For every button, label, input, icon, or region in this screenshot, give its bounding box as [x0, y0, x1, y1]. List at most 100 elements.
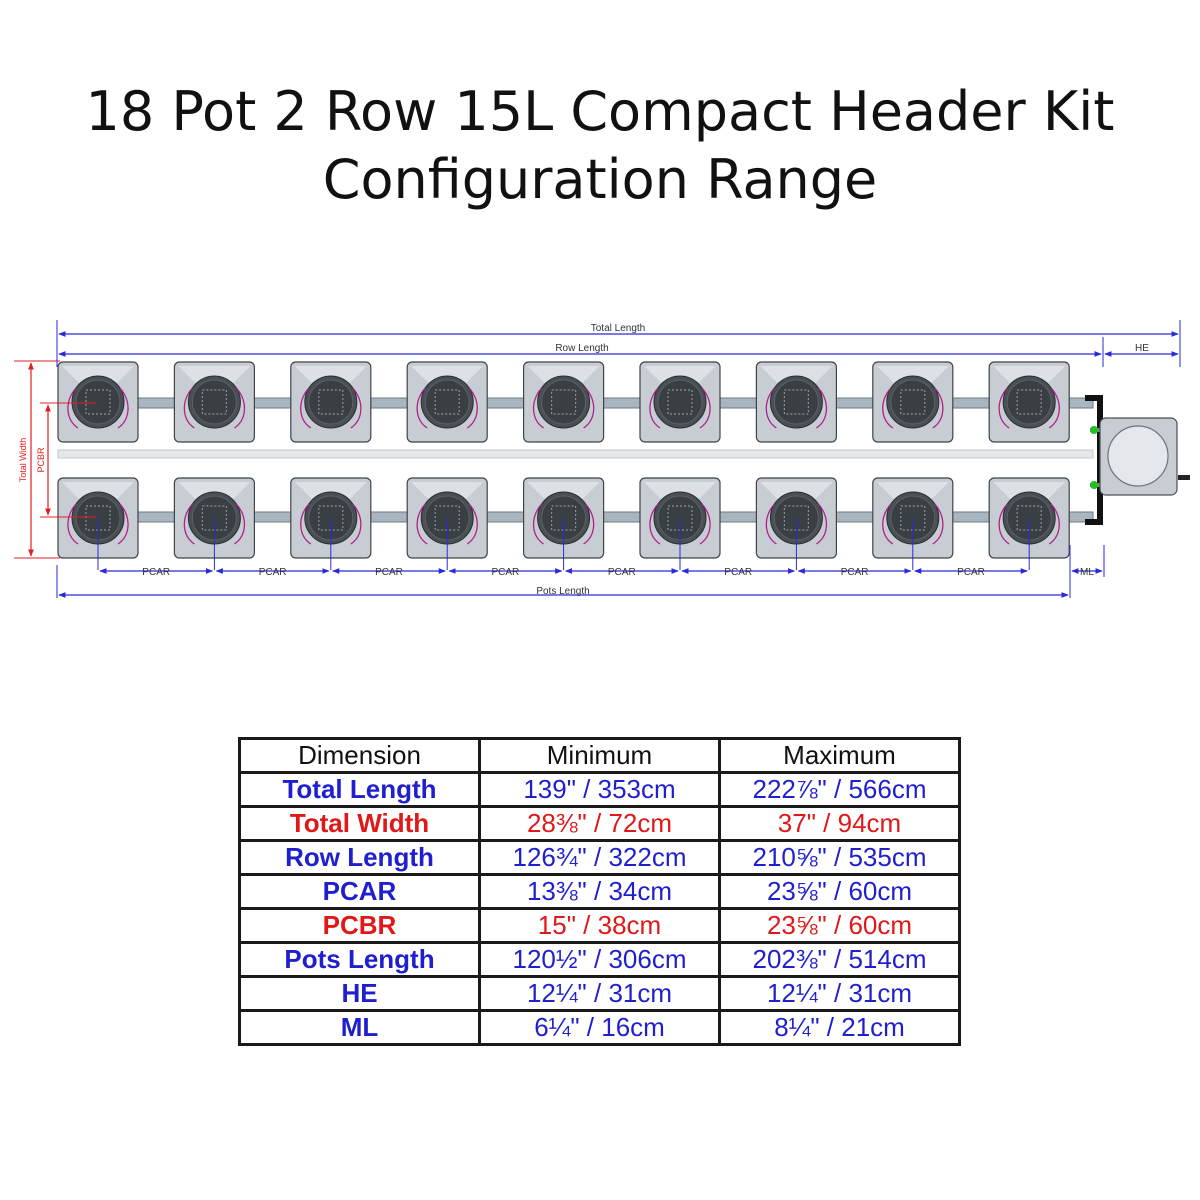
- dimension-name-cell: ML: [238, 1009, 481, 1046]
- pot-cable: [882, 503, 894, 545]
- pot-grid: [550, 389, 577, 415]
- valve-icon: [1090, 426, 1098, 434]
- pot-cable: [117, 387, 129, 429]
- pcar-label: PCAR: [841, 567, 869, 578]
- pot-cable: [932, 387, 944, 429]
- pot: [57, 361, 139, 443]
- minimum-cell: 126¾" / 322cm: [478, 839, 721, 876]
- pot-cable: [583, 503, 595, 545]
- pcar-label: PCAR: [375, 567, 403, 578]
- row-gap-pipe: [57, 449, 1094, 459]
- pot-cable: [67, 387, 79, 429]
- maximum-cell: 202⅜" / 514cm: [718, 941, 961, 978]
- column-header: Maximum: [718, 737, 961, 774]
- pot-lid-inner: [191, 379, 237, 425]
- title-line-2: Configuration Range: [322, 148, 878, 211]
- pots-length-label: Pots Length: [536, 586, 589, 597]
- column-header: Minimum: [478, 737, 721, 774]
- pot: [639, 361, 721, 443]
- title-line-1: 18 Pot 2 Row 15L Compact Header Kit: [85, 80, 1115, 143]
- maximum-cell: 210⅝" / 535cm: [718, 839, 961, 876]
- pot-cable: [998, 387, 1010, 429]
- minimum-cell: 12¼" / 31cm: [478, 975, 721, 1012]
- pot-cable: [649, 503, 661, 545]
- pot-grid: [434, 389, 460, 415]
- pot: [406, 477, 488, 570]
- pcar-label: PCAR: [492, 567, 520, 578]
- pot: [173, 477, 255, 570]
- minimum-cell: 120½" / 306cm: [478, 941, 721, 978]
- pcar-label: PCAR: [957, 567, 985, 578]
- minimum-cell: 139" / 353cm: [478, 771, 721, 808]
- pot-cable: [234, 387, 246, 429]
- layout-diagram: Total Length Row Length HE Total Width P…: [14, 320, 1190, 598]
- top-dimensions: Total Length Row Length HE: [56, 320, 1181, 367]
- pot: [872, 477, 954, 570]
- valve-icon: [1090, 481, 1098, 489]
- pcar-label: PCAR: [259, 567, 287, 578]
- pot-grid: [783, 389, 810, 415]
- pot-cable: [532, 387, 544, 429]
- minimum-cell: 28⅜" / 72cm: [478, 805, 721, 842]
- pot-cable: [67, 503, 79, 545]
- ml-label: ML: [1080, 567, 1094, 578]
- dimension-name-cell: Total Width: [238, 805, 481, 842]
- pot-cable: [932, 503, 944, 545]
- pot-cable: [350, 387, 362, 429]
- column-header: Dimension: [238, 737, 481, 774]
- pot-cable: [300, 387, 312, 429]
- maximum-cell: 37" / 94cm: [718, 805, 961, 842]
- maximum-cell: 23⅝" / 60cm: [718, 907, 961, 944]
- pot-grid: [318, 389, 344, 415]
- pcar-label: PCAR: [724, 567, 752, 578]
- maximum-cell: 12¼" / 31cm: [718, 975, 961, 1012]
- connector-bar: [1178, 475, 1190, 480]
- pot-cable: [765, 387, 777, 429]
- minimum-cell: 6¼" / 16cm: [478, 1009, 721, 1046]
- pot-lid-inner: [773, 379, 819, 425]
- pot-cable: [466, 503, 478, 545]
- pcar-label: PCAR: [142, 567, 170, 578]
- total-width-label: Total Width: [18, 438, 28, 483]
- maximum-cell: 222⅞" / 566cm: [718, 771, 961, 808]
- pot-cable: [816, 387, 828, 429]
- pot-cable: [416, 387, 428, 429]
- pot-cable: [998, 503, 1010, 545]
- pot-cable: [183, 503, 195, 545]
- pot-cable: [416, 503, 428, 545]
- pot: [872, 361, 954, 443]
- pot: [290, 477, 372, 570]
- bottom-dimensions: ML Pots Length PCAR PCAR PCAR PCAR PCAR PCAR P…: [56, 545, 1105, 598]
- pot-cable: [1048, 503, 1060, 545]
- pot-cable: [300, 503, 312, 545]
- dimension-name-cell: Total Length: [238, 771, 481, 808]
- pot-grid: [900, 389, 926, 415]
- pots-group: [57, 361, 1070, 570]
- pot-lid-inner: [424, 379, 470, 425]
- minimum-cell: 15" / 38cm: [478, 907, 721, 944]
- pot: [290, 361, 372, 443]
- pcbr-label: PCBR: [36, 447, 46, 473]
- pot: [988, 361, 1070, 443]
- dimension-name-cell: PCAR: [238, 873, 481, 910]
- pot-lid-inner: [657, 379, 703, 425]
- dimension-name-cell: PCBR: [238, 907, 481, 944]
- minimum-cell: 13⅜" / 34cm: [478, 873, 721, 910]
- pot: [522, 361, 605, 443]
- pot-cable: [882, 387, 894, 429]
- pcar-label: PCAR: [608, 567, 636, 578]
- total-length-label: Total Length: [591, 323, 646, 334]
- pot-cable: [583, 387, 595, 429]
- pot: [755, 477, 838, 570]
- pot-cable: [1048, 387, 1060, 429]
- left-dimensions: Total Width PCBR: [14, 360, 96, 559]
- pot: [755, 361, 838, 443]
